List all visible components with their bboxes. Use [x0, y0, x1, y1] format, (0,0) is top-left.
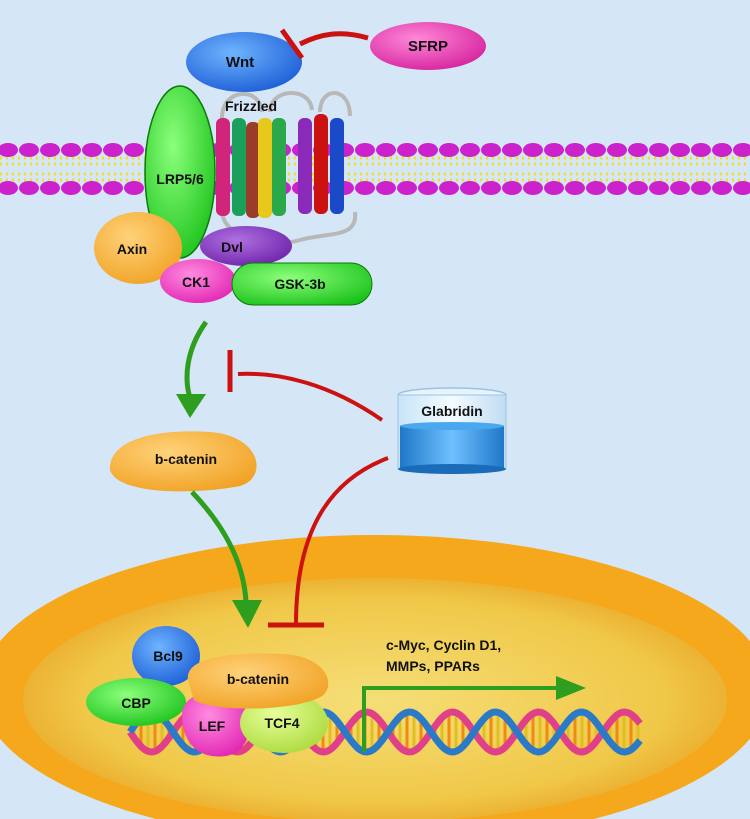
lef-label: LEF — [199, 718, 226, 734]
lrp56-label: LRP5/6 — [156, 171, 204, 187]
membrane-lipid-head — [481, 181, 501, 195]
activation-arrow-to-bcatenin — [176, 320, 209, 418]
wnt-protein: Wnt — [186, 32, 302, 92]
membrane-lipid-head — [712, 143, 732, 157]
glabridin-beaker: Glabridin — [397, 387, 507, 474]
membrane-lipid-head — [124, 181, 144, 195]
membrane-lipid-head — [376, 181, 396, 195]
sfrp-label: SFRP — [408, 38, 448, 55]
cell-membrane — [0, 143, 750, 195]
membrane-lipid-head — [712, 181, 732, 195]
membrane-lipid-head — [481, 143, 501, 157]
membrane-lipid-head — [586, 181, 606, 195]
sfrp-inhibition — [279, 28, 369, 60]
wnt-label: Wnt — [226, 54, 254, 71]
membrane-lipid-head — [607, 181, 627, 195]
bcatenin-cytoplasm: b-catenin — [109, 431, 257, 492]
membrane-lipid-head — [61, 143, 81, 157]
cbp-protein: CBP — [86, 678, 186, 726]
membrane-lipid-head — [82, 181, 102, 195]
membrane-lipid-head — [502, 143, 522, 157]
membrane-lipid-head — [103, 143, 123, 157]
membrane-lipid-head — [544, 181, 564, 195]
membrane-lipid-head — [103, 181, 123, 195]
bcl9-protein: Bcl9 — [132, 626, 200, 686]
membrane-lipid-head — [607, 143, 627, 157]
dvl-protein: Dvl — [200, 226, 292, 266]
nucleus — [0, 535, 750, 819]
membrane-lipid-head — [733, 143, 750, 157]
bcl9-label: Bcl9 — [153, 648, 183, 664]
membrane-lipid-head — [502, 181, 522, 195]
membrane-lipid-head — [124, 143, 144, 157]
gsk3b-label: GSK-3b — [274, 276, 325, 292]
membrane-lipid-head — [397, 181, 417, 195]
membrane-lipid-head — [670, 181, 690, 195]
membrane-lipid-head — [586, 143, 606, 157]
glabridin-label: Glabridin — [421, 403, 482, 419]
bcatenin-nucleus: b-catenin — [187, 653, 329, 709]
membrane-lipid-head — [355, 181, 375, 195]
membrane-lipid-head — [418, 181, 438, 195]
membrane-heads-bottom — [0, 181, 750, 195]
membrane-lipid-head — [460, 181, 480, 195]
membrane-lipid-head — [355, 143, 375, 157]
membrane-lipid-head — [19, 143, 39, 157]
sfrp-protein: SFRP — [370, 22, 486, 70]
membrane-lipid-head — [670, 143, 690, 157]
frizzled-receptor: Frizzled — [216, 91, 358, 245]
membrane-lipid-head — [628, 181, 648, 195]
membrane-lipid-head — [649, 181, 669, 195]
transcription-arrow — [362, 676, 586, 752]
activation-arrow-to-nucleus — [190, 490, 262, 628]
membrane-lipid-head — [82, 143, 102, 157]
membrane-lipid-head — [733, 181, 750, 195]
membrane-lipid-head — [19, 181, 39, 195]
target-genes-line1: c-Myc, Cyclin D1, — [386, 637, 501, 653]
axin-protein: Axin — [94, 212, 182, 284]
membrane-lipid-head — [439, 181, 459, 195]
membrane-lipid-head — [691, 181, 711, 195]
membrane-heads-top — [0, 143, 750, 157]
lef-protein: LEF — [182, 692, 250, 757]
ck1-label: CK1 — [182, 274, 210, 290]
ck1-protein: CK1 — [160, 259, 236, 303]
membrane-lipid-head — [649, 143, 669, 157]
membrane-lipid-head — [0, 143, 18, 157]
glabridin-inhibition-cytoplasm — [227, 350, 384, 422]
membrane-lipid-head — [397, 143, 417, 157]
bcatenin-cytoplasm-label: b-catenin — [155, 451, 217, 467]
gsk3b-protein: GSK-3b — [231, 262, 373, 306]
dvl-label: Dvl — [221, 239, 243, 255]
membrane-lipid-head — [691, 143, 711, 157]
membrane-lipid-head — [544, 143, 564, 157]
membrane-lipid-head — [439, 143, 459, 157]
membrane-lipid-head — [40, 143, 60, 157]
glabridin-inhibition-nucleus — [268, 456, 389, 628]
membrane-lipid-head — [565, 181, 585, 195]
target-genes-line2: MMPs, PPARs — [386, 658, 480, 674]
cbp-label: CBP — [121, 695, 151, 711]
membrane-lipid-head — [61, 181, 81, 195]
membrane-lipid-head — [40, 181, 60, 195]
membrane-lipid-head — [460, 143, 480, 157]
membrane-lipid-head — [523, 181, 543, 195]
bcatenin-nucleus-label: b-catenin — [227, 671, 289, 687]
frizzled-label: Frizzled — [225, 98, 277, 114]
membrane-lipid-head — [0, 181, 18, 195]
axin-label: Axin — [117, 241, 147, 257]
membrane-lipid-head — [376, 143, 396, 157]
membrane-lipid-head — [418, 143, 438, 157]
membrane-lipid-head — [523, 143, 543, 157]
tcf4-label: TCF4 — [265, 715, 300, 731]
membrane-lipid-head — [628, 143, 648, 157]
membrane-lipid-head — [565, 143, 585, 157]
